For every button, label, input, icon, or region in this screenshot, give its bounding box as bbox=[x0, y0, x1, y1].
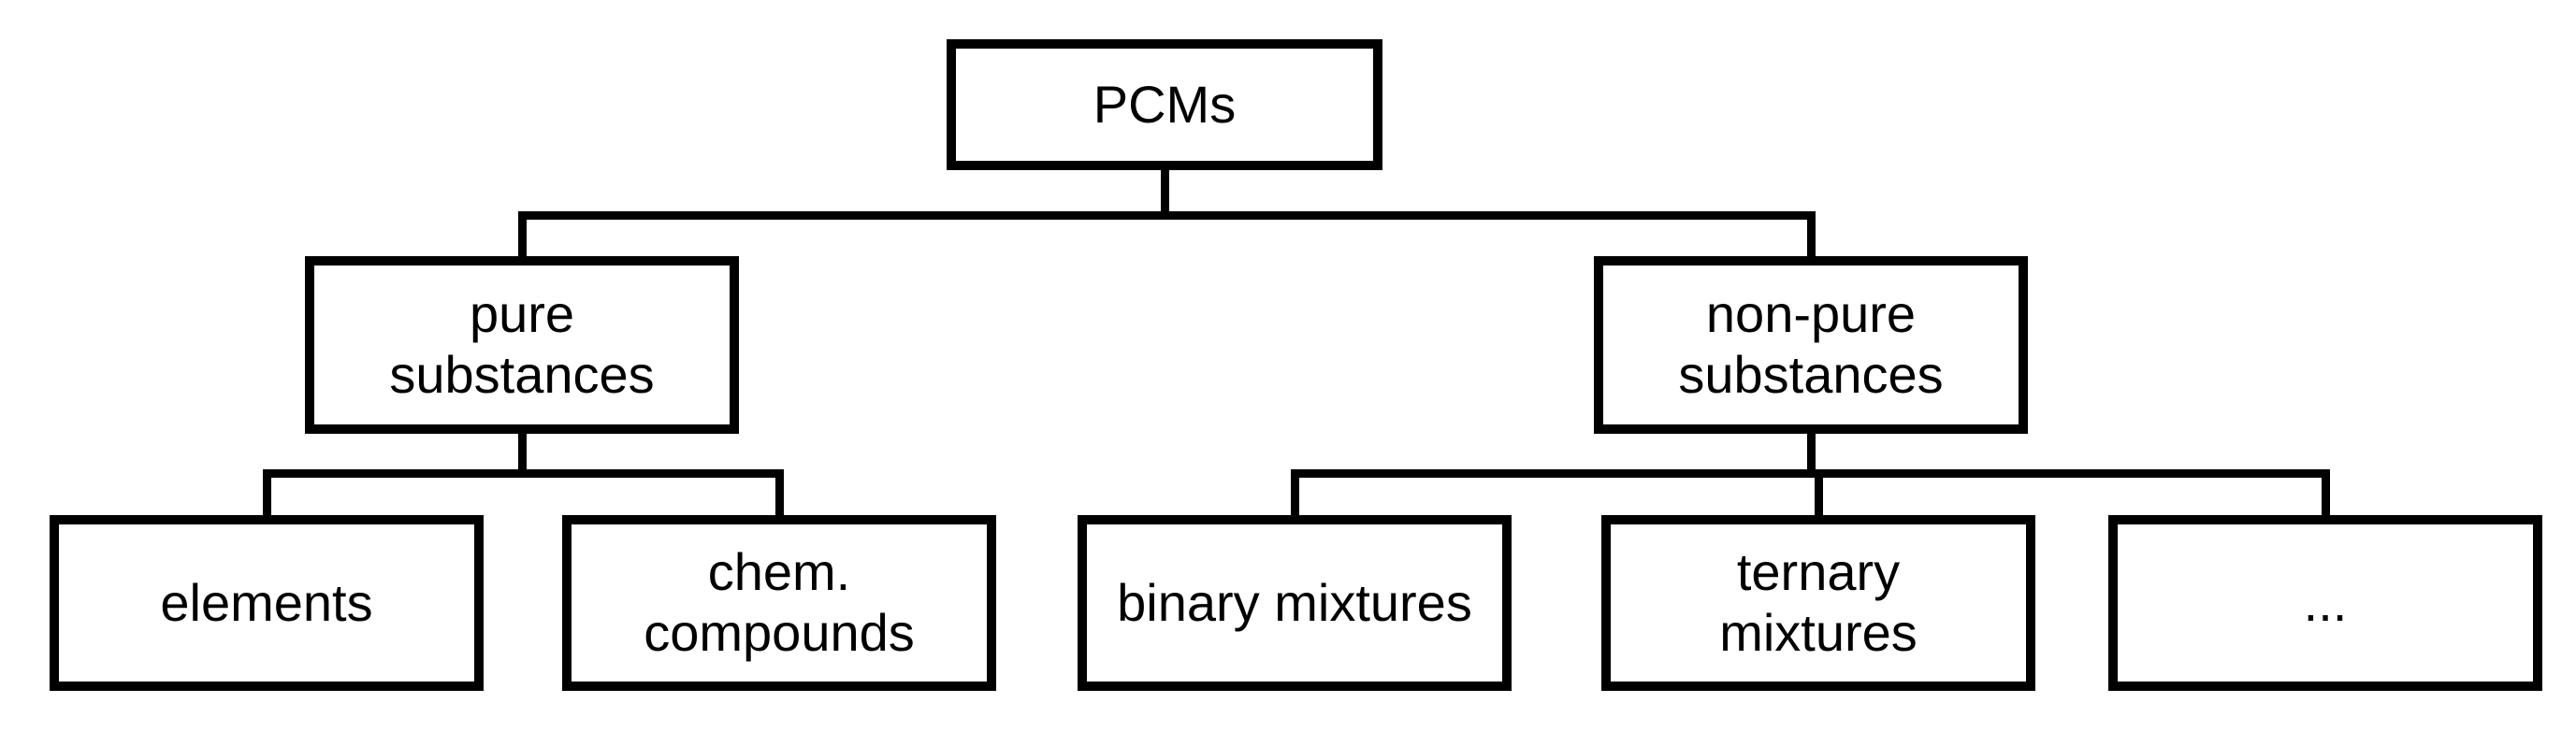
node-pure-substances: pure substances bbox=[305, 256, 739, 434]
connector-to-binary-mixtures bbox=[1291, 469, 1299, 517]
connector-level1-horizontal bbox=[518, 211, 1816, 220]
connector-pcms-down bbox=[1161, 168, 1169, 220]
connector-pure-down bbox=[518, 432, 527, 478]
node-more-ellipsis: ... bbox=[2108, 515, 2542, 691]
connector-to-more bbox=[2322, 469, 2330, 517]
node-non-pure-substances: non-pure substances bbox=[1594, 256, 2028, 434]
connector-nonpure-down bbox=[1807, 432, 1816, 478]
connector-level2-right-horizontal bbox=[1291, 469, 2330, 478]
node-binary-mixtures: binary mixtures bbox=[1078, 515, 1512, 691]
connector-level2-left-horizontal bbox=[263, 469, 784, 478]
connector-to-ternary-mixtures bbox=[1815, 469, 1823, 517]
node-chem-compounds: chem. compounds bbox=[562, 515, 996, 691]
connector-to-nonpure-substances bbox=[1807, 211, 1816, 258]
node-elements: elements bbox=[50, 515, 484, 691]
connector-to-pure-substances bbox=[518, 211, 527, 258]
connector-to-elements bbox=[263, 469, 271, 517]
node-ternary-mixtures: ternary mixtures bbox=[1601, 515, 2035, 691]
node-pcms: PCMs bbox=[947, 39, 1382, 170]
connector-to-chem-compounds bbox=[775, 469, 784, 517]
